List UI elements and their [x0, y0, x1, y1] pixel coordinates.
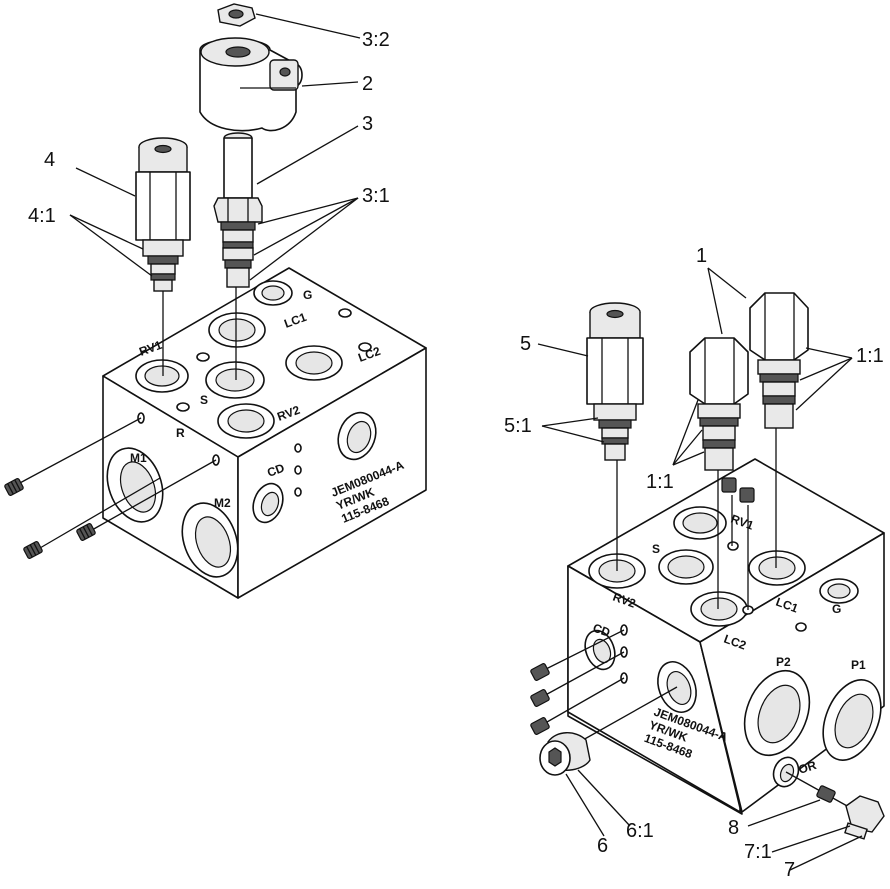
- callout-6: 6: [597, 835, 608, 857]
- relief-valve-5: [586, 302, 644, 461]
- cartridge-valve-1b: [749, 292, 809, 429]
- callout-5: 5: [520, 333, 531, 355]
- solenoid-cartridge-3: [213, 132, 263, 288]
- callout-3: 3: [362, 113, 373, 135]
- cartridge-valve-1a: [689, 337, 749, 471]
- callout-3-1: 3:1: [362, 185, 390, 207]
- left-valve-block: G LC1 LC2 RV1 S RV2 R CD M1 M2 JEM080044…: [102, 267, 427, 599]
- orifice-8: [816, 785, 836, 803]
- port-label-g: G: [303, 288, 312, 302]
- port-label-s-right: S: [652, 542, 660, 556]
- callout-8: 8: [728, 817, 739, 839]
- callout-5-1: 5:1: [504, 415, 532, 437]
- left-callout-leaders: [69, 13, 361, 281]
- callout-7: 7: [784, 859, 795, 881]
- port-label-p2-right: P2: [776, 655, 791, 669]
- coil-nut-3-2: [217, 3, 256, 27]
- port-label-or-right: OR: [797, 758, 819, 777]
- port-label-p1-right: P1: [851, 658, 866, 672]
- right-callout-leaders: [537, 267, 863, 871]
- left-small-plugs: [4, 478, 96, 559]
- solenoid-coil-2: [199, 37, 303, 132]
- hex-plug-7: [844, 795, 885, 840]
- port-label-cd: CD: [265, 461, 286, 480]
- callout-3-2: 3:2: [362, 29, 390, 51]
- right-small-plugs: [530, 477, 755, 735]
- callout-1-1-right: 1:1: [856, 345, 884, 367]
- callout-1-1-left: 1:1: [646, 471, 674, 493]
- callout-6-1: 6:1: [626, 820, 654, 842]
- port-label-m2: M2: [214, 496, 231, 510]
- callout-2: 2: [362, 73, 373, 95]
- callout-4: 4: [44, 149, 55, 171]
- callout-7-1: 7:1: [744, 841, 772, 863]
- cap-plug-6: [539, 732, 591, 776]
- left-assembly-lines: [17, 287, 237, 549]
- port-label-m1: M1: [130, 451, 147, 465]
- port-label-s: S: [200, 393, 208, 407]
- port-label-r: R: [176, 426, 185, 440]
- right-valve-block: RV1 S RV2 LC1 G LC2 CD P2 P1 OR JEM08004…: [567, 458, 885, 815]
- callout-1: 1: [696, 245, 707, 267]
- port-label-g-right: G: [832, 602, 841, 616]
- relief-valve-4: [135, 137, 191, 292]
- callout-4-1: 4:1: [28, 205, 56, 227]
- port-label-cd-right: CD: [591, 621, 612, 640]
